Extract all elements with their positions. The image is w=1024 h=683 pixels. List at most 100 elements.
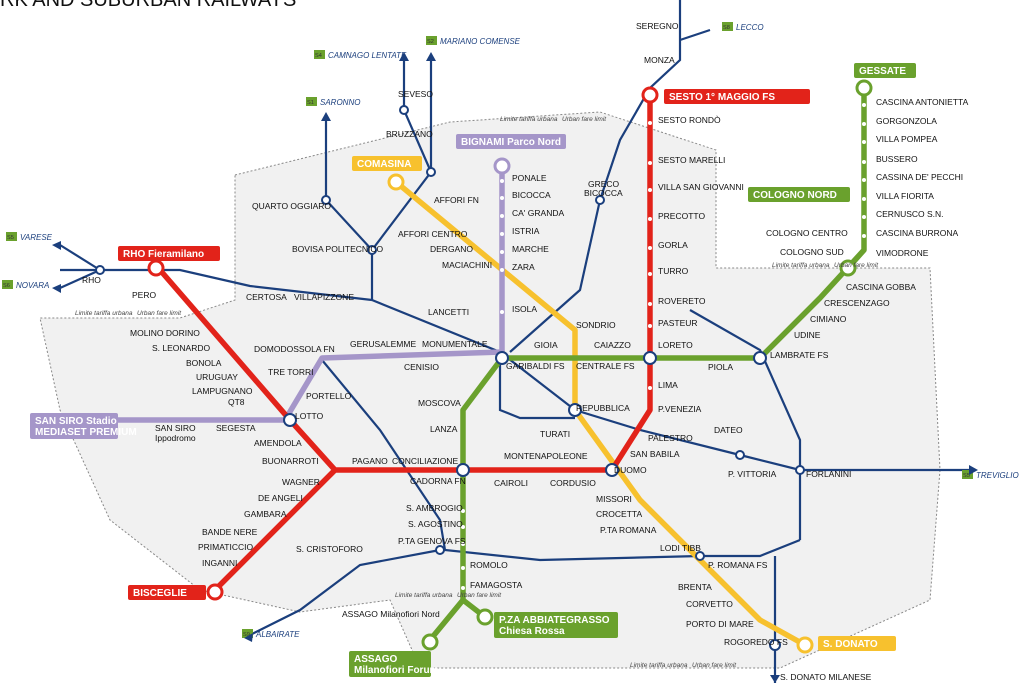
suburban-line-code: S2 [427,39,434,45]
station-label: SONDRIO [576,320,616,330]
terminal-label-rho: RHO Fieramilano [123,249,204,260]
station-label: ROMOLO [470,560,508,570]
station-label: LORETO [658,340,693,350]
suburban-line-badge [242,629,253,638]
station-label: ASSAGO Milanofiori Nord [342,609,440,619]
line-rho-varese [59,244,101,271]
station-label: LAMBRATE FS [770,350,829,360]
station-label: P. ROMANA FS [708,560,768,570]
station-label: GIOIA [534,340,558,350]
station-label: GORGONZOLA [876,116,937,126]
station-label: CAIROLI [494,478,528,488]
terminal-label-sdonato: S. DONATO [823,639,878,650]
station-label: PERO [132,290,156,300]
terminal-label-abbiategrasso: P.ZA ABBIATEGRASSO [499,615,610,626]
suburban-destination-label: VARESE [20,233,53,242]
terminal-label-cologno: COLOGNO NORD [753,190,837,201]
station-label: TURATI [540,429,570,439]
line-east-ring [689,309,802,540]
station-label: ROGOREDO FS [724,637,788,647]
station-label: CRESCENZAGO [824,298,890,308]
interchange-hubs [95,105,805,651]
station-label: SAN SIRO [155,423,196,433]
station-label: Ippodromo [155,433,196,443]
station-label: ROVERETO [658,296,706,306]
station-label: DE ANGELI [258,493,303,503]
station-label: CASCINA GOBBA [846,282,916,292]
station-label: TRE TORRI [268,367,314,377]
terminal-sublabel-abbiategrasso: Chiesa Rossa [499,626,565,637]
station-label: CORDUSIO [550,478,596,488]
station-label: UDINE [794,330,821,340]
suburban-destination-label: CAMNAGO LENTATE [328,51,407,60]
station-label: CA' GRANDA [512,208,564,218]
line-garibaldi-ring [498,352,575,420]
terminal-label-gessate: GESSATE [859,66,906,77]
terminal-label-bignami: BIGNAMI Parco Nord [461,137,561,148]
fare-limit-label-ltop: Limite tariffa urbana [500,116,558,123]
terminal-box-cologno [748,187,850,202]
station-label: CASCINA ANTONIETTA [876,97,969,107]
station-label: CROCETTA [596,509,642,519]
suburban-destination-label: TREVIGLIO [976,471,1019,480]
station-label: PAGANO [352,456,388,466]
terminal-box-rho [118,246,220,261]
line-west-ring [321,359,801,562]
station-label: DOMODOSSOLA FN [254,344,335,354]
station-label: MONZA [644,55,675,65]
fare-limit-label-lright: Limite tariffa urbana [772,262,830,269]
station-label: BONOLA [186,358,222,368]
station-label: GERUSALEMME [350,339,416,349]
station-label: CASCINA BURRONA [876,228,959,238]
fare-limit-label-en-lbot2: Urban fare limit [692,662,737,669]
station-label: MARCHE [512,244,549,254]
station-label: P.TA ROMANA [600,525,657,535]
station-label: GRECO [588,179,620,189]
terminal-label-bisceglie: BISCEGLIE [133,588,187,599]
fare-limit-label-lbot1: Limite tariffa urbana [395,592,453,599]
terminal-box-bisceglie [128,585,206,600]
suburban-line-code: S5 [963,473,970,479]
direction-arrows [52,52,978,683]
station-label: BICOCCA [584,188,623,198]
suburban-destination-label: MARIANO COMENSE [440,37,521,46]
station-label: P.TA GENOVA FS [398,536,466,546]
suburban-line-code: S9 [243,632,250,638]
station-label: BICOCCA [512,190,551,200]
station-label: URUGUAY [196,372,238,382]
suburban-destination-label: NOVARA [16,281,49,290]
terminal-box-gessate [854,63,916,78]
station-label: PASTEUR [658,318,698,328]
line-monza-lecco [679,28,711,42]
station-label: SAN BABILA [630,449,680,459]
suburban-line-badge [314,50,325,59]
station-label: SEVESO [398,89,433,99]
station-label: PRECOTTO [658,211,705,221]
station-label: DATEO [714,425,743,435]
station-label: CENTRALE FS [576,361,635,371]
station-label: FAMAGOSTA [470,580,523,590]
terminal-label-comasina: COMASINA [357,159,411,170]
terminal-box-assago [349,651,431,677]
terminal-label-sansiro: SAN SIRO Stadio [35,416,117,427]
station-label: LANCETTI [428,307,469,317]
station-label: AFFORI CENTRO [398,229,468,239]
station-label: ZARA [512,262,535,272]
suburban-line-badge [722,22,733,31]
station-label: BANDE NERE [202,527,258,537]
station-label: P.VENEZIA [658,404,702,414]
fare-limit-label-en-lbot1: Urban fare limit [457,592,502,599]
station-label: SESTO MARELLI [658,155,725,165]
station-label: BUSSERO [876,154,918,164]
terminal-box-sdonato [818,636,896,651]
station-label: PIOLA [708,362,733,372]
suburban-destination-label: SARONNO [320,98,360,107]
station-label: QUARTO OGGIARO [252,201,331,211]
fare-limit-label-lbot2: Limite tariffa urbana [630,662,688,669]
fare-limit-label-lleft: Limite tariffa urbana [75,310,133,317]
station-label: MONUMENTALE [422,339,488,349]
station-label: S. LEONARDO [152,343,210,353]
